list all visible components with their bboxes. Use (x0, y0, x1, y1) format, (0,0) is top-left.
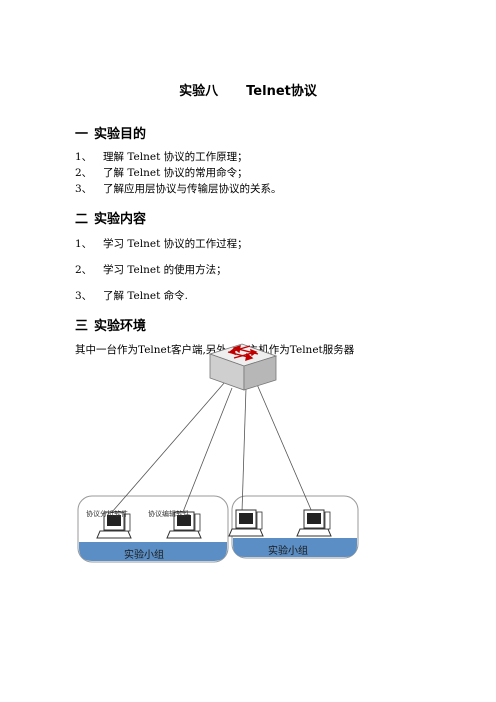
list-index: 3、 (75, 183, 93, 195)
section-heading-2: 二实验内容 (75, 208, 146, 227)
list-text: 了解应用层协议与传输层协议的关系。 (103, 183, 282, 195)
list-index: 2、 (75, 167, 93, 179)
list-index: 3、 (75, 290, 93, 302)
list-index: 1、 (75, 238, 93, 250)
list-text: 学习 Telnet 的使用方法； (103, 264, 227, 276)
section-title: 实验目的 (94, 127, 147, 142)
computer-icon-1 (96, 511, 132, 539)
computer-icon-3 (228, 509, 264, 537)
group-band-right (233, 538, 357, 557)
title-part1: 实验八 (179, 84, 219, 99)
environment-description: 其中一台作为Telnet客户端,另外一台主机作为Telnet服务器 (75, 344, 355, 356)
list-item: 3、了解 Telnet 命令. (75, 288, 188, 303)
list-index: 1、 (75, 151, 93, 163)
list-text: 了解 Telnet 命令. (103, 290, 188, 302)
list-item: 3、了解应用层协议与传输层协议的关系。 (75, 181, 282, 196)
document-title: 实验八 Telnet协议 (0, 80, 496, 99)
section-title: 实验环境 (94, 319, 147, 334)
list-text: 学习 Telnet 协议的工作过程； (103, 238, 248, 250)
computer-icon-4 (296, 509, 332, 537)
list-item: 1、学习 Telnet 协议的工作过程； (75, 236, 248, 251)
section-number: 二 (75, 212, 89, 227)
group-label-right: 实验小组 (268, 544, 308, 557)
list-text: 理解 Telnet 协议的工作原理； (103, 151, 248, 163)
section-heading-1: 一实验目的 (75, 123, 146, 142)
list-item: 2、学习 Telnet 的使用方法； (75, 262, 227, 277)
pc1-label: 协议分析软件 (86, 509, 128, 518)
list-item: 2、了解 Telnet 协议的常用命令； (75, 165, 248, 180)
computer-icon-2 (166, 511, 202, 539)
list-index: 2、 (75, 264, 93, 276)
switch-icon (208, 343, 278, 391)
section-heading-3: 三实验环境 (75, 315, 146, 334)
group-label-left: 实验小组 (124, 548, 164, 561)
list-item: 1、理解 Telnet 协议的工作原理； (75, 149, 248, 164)
section-number: 一 (75, 127, 89, 142)
title-part2: Telnet协议 (246, 84, 317, 99)
pc2-label: 协议编辑软件 (148, 509, 190, 518)
section-number: 三 (75, 319, 89, 334)
list-text: 了解 Telnet 协议的常用命令； (103, 167, 248, 179)
group-band-left (79, 542, 227, 561)
network-cables (111, 381, 313, 513)
section-title: 实验内容 (94, 212, 147, 227)
